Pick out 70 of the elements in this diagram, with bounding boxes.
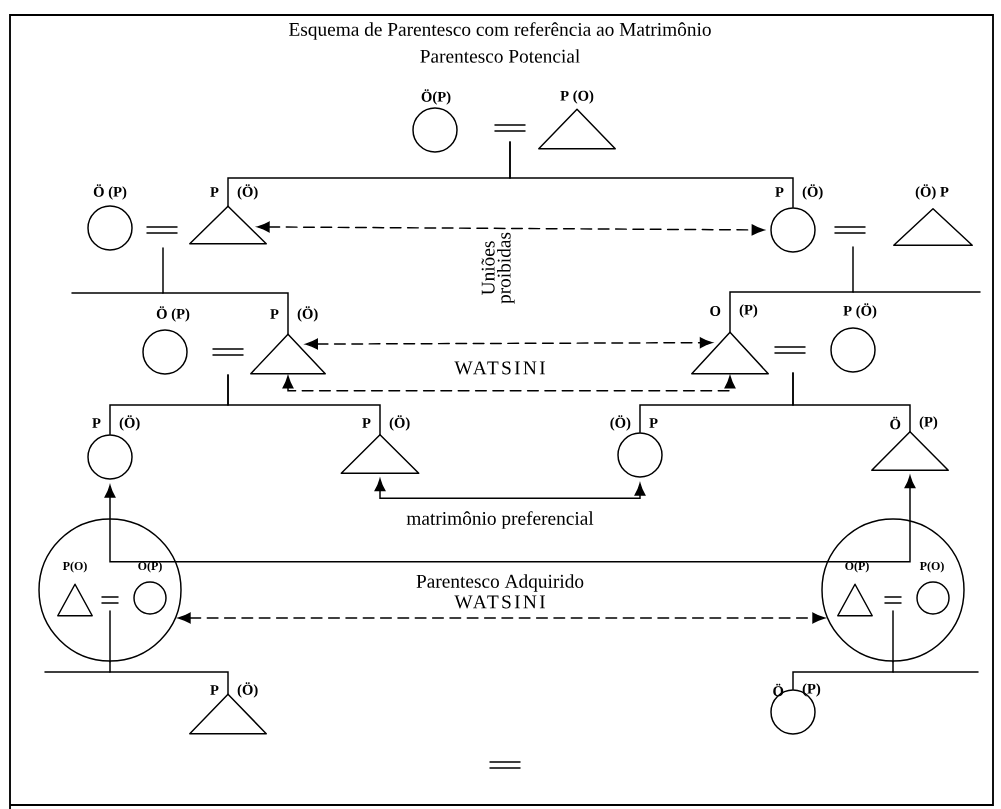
arrow bbox=[374, 478, 646, 499]
arrow bbox=[282, 375, 736, 392]
section-label: Parentesco Potencial bbox=[420, 49, 580, 63]
kin-label: P (Ö) bbox=[843, 303, 877, 319]
section-label: Parentesco Adquirido bbox=[416, 574, 584, 592]
arrow bbox=[104, 475, 916, 563]
circle-symbol bbox=[770, 207, 816, 253]
kin-label: (Ö) bbox=[610, 415, 631, 431]
triangle-symbol bbox=[57, 583, 93, 617]
triangle-symbol bbox=[250, 333, 326, 375]
spaced-label: WATSINI bbox=[454, 595, 545, 609]
circle-symbol bbox=[830, 327, 876, 373]
kin-label: (Ö) bbox=[119, 415, 140, 431]
kin-label: (P) bbox=[919, 416, 938, 430]
triangle-symbol bbox=[538, 108, 616, 150]
rotated-label: Uniões proibidas bbox=[481, 232, 515, 304]
kin-label: O(P) bbox=[138, 561, 162, 573]
circle-symbol bbox=[87, 205, 133, 251]
descent-line bbox=[792, 372, 911, 433]
arrow bbox=[257, 221, 765, 236]
kin-label: (Ö) bbox=[389, 415, 410, 431]
kin-label: P bbox=[270, 309, 279, 319]
descent-line bbox=[162, 247, 289, 335]
kin-label: P bbox=[92, 418, 101, 428]
group-circle bbox=[38, 518, 182, 663]
circle-symbol bbox=[142, 329, 188, 375]
spaced-label: WATSINI bbox=[454, 361, 545, 375]
circle-symbol bbox=[87, 434, 133, 480]
kin-label: P bbox=[210, 685, 219, 695]
title: Esquema de Parentesco com referência ao Matrimônio bbox=[289, 22, 711, 40]
section-label: matrimônio preferencial bbox=[406, 511, 594, 529]
kin-label: Ö bbox=[773, 683, 784, 697]
circle-symbol bbox=[133, 581, 167, 615]
triangle-symbol bbox=[691, 331, 769, 375]
kin-label: Ö(P) bbox=[421, 89, 451, 105]
triangle-symbol bbox=[893, 208, 973, 246]
kin-label: (Ö) bbox=[237, 184, 258, 200]
descent-line bbox=[227, 374, 381, 436]
kin-label: P (O) bbox=[560, 90, 594, 104]
kin-label: (Ö) bbox=[802, 184, 823, 200]
descent-line bbox=[509, 141, 794, 208]
group-circle bbox=[821, 518, 965, 663]
kin-label: Ö bbox=[890, 416, 901, 430]
kin-label: P bbox=[649, 418, 658, 428]
arrow bbox=[305, 337, 713, 350]
kin-label: (P) bbox=[739, 304, 758, 318]
kin-label: (Ö) P bbox=[915, 184, 949, 200]
kin-label: (Ö) bbox=[297, 306, 318, 322]
circle-symbol bbox=[916, 581, 950, 615]
descent-line bbox=[109, 661, 229, 695]
kin-label: Ö (P) bbox=[156, 306, 190, 322]
kin-label: P bbox=[362, 418, 371, 428]
kin-label: P bbox=[210, 187, 219, 197]
kin-label: P(O) bbox=[919, 561, 944, 573]
triangle-symbol bbox=[189, 205, 267, 245]
kin-label: O bbox=[710, 306, 721, 316]
kin-label: (P) bbox=[802, 683, 821, 697]
kin-label: Ö (P) bbox=[93, 184, 127, 200]
triangle-symbol bbox=[871, 431, 949, 471]
arrow bbox=[178, 612, 825, 624]
kin-label: O(P) bbox=[845, 561, 869, 573]
triangle-symbol bbox=[837, 583, 873, 617]
circle-symbol bbox=[617, 432, 663, 478]
kin-label: P(O) bbox=[62, 561, 87, 573]
circle-symbol bbox=[412, 107, 458, 153]
triangle-symbol bbox=[340, 434, 420, 474]
descent-line bbox=[729, 246, 854, 333]
descent-line bbox=[792, 661, 894, 690]
kin-label: P bbox=[775, 187, 784, 197]
kin-label: (Ö) bbox=[237, 682, 258, 698]
